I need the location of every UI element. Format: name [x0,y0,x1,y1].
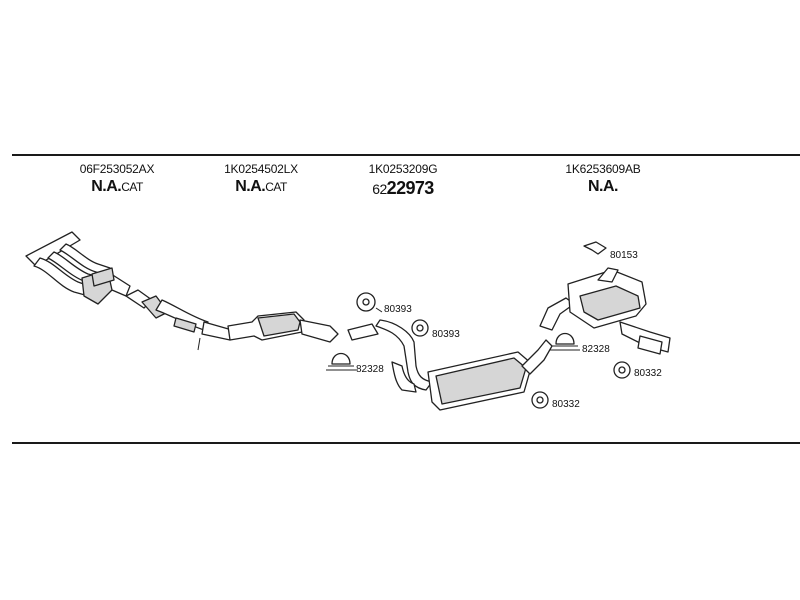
part-description: N.A.CAT [91,178,143,195]
top-divider [12,154,800,156]
mounting-ring-rear-center: 80332 [531,391,580,410]
part-description: N.A. [588,178,619,195]
part-number: 1K0254502LX [224,162,298,176]
clamp-rear: 82328 [550,332,610,355]
callout-bracket: 80153 [610,250,638,261]
part-number: 06F253052AX [79,162,155,176]
bracket: 80153 [583,241,638,261]
clamp-front: 82328 [326,352,384,375]
callout-clamp-front: 82328 [356,364,384,375]
front-catalyst [227,311,339,343]
front-pipe [125,289,233,351]
part-number: 1K0253209G [368,162,438,176]
callout-ring-front: 80393 [432,329,460,340]
part-number: 1K6253609AB [565,162,641,176]
callout-ring-rear-right: 80332 [634,368,662,379]
exhaust-manifold [25,231,131,305]
header-front-catalyst: 1K0254502LX N.A.CAT [206,162,316,196]
middle-silencer [347,319,553,411]
callout-hanger-front: 80393 [384,304,412,315]
header-rear-silencer: 1K6253609AB N.A. [548,162,658,196]
bottom-divider [12,442,800,444]
header-exhaust-manifold-cat: 06F253052AX N.A.CAT [62,162,172,196]
part-description: N.A.CAT [235,178,287,195]
part-code: 6222973 [372,178,434,198]
mounting-ring-rear-right: 80332 [613,361,662,379]
callout-clamp-rear: 82328 [582,344,610,355]
rear-silencer [539,267,671,355]
header-middle-silencer: 1K0253209G 6222973 [348,162,458,199]
mounting-ring-front: 80393 [411,319,460,340]
callout-ring-rear-center: 80332 [552,399,580,410]
rubber-hanger-front: 80393 [356,292,412,315]
